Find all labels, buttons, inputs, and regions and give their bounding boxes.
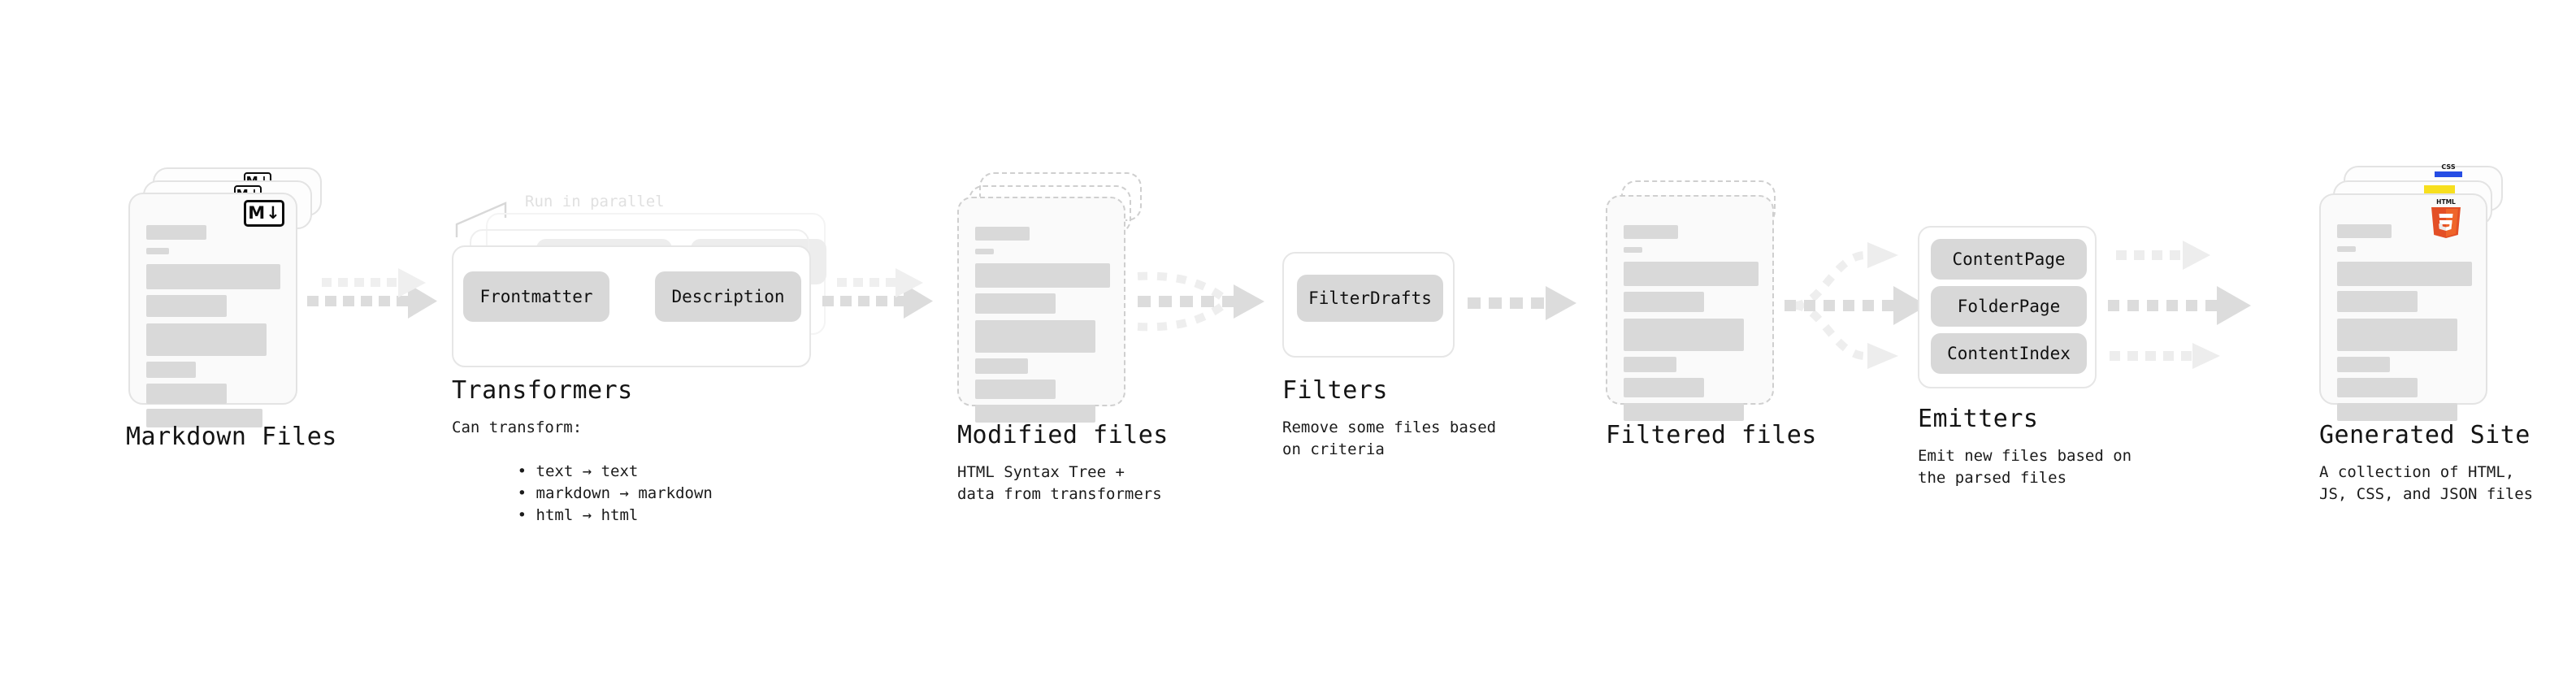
skeleton-line — [146, 384, 227, 404]
skeleton-line — [2337, 357, 2390, 372]
skeleton-line — [146, 295, 227, 317]
skeleton-line — [1624, 247, 1642, 253]
connector-transformers-to-modified — [822, 268, 933, 319]
transformers-subtitle: Can transform: — [452, 419, 583, 436]
bullet-text: text → text — [536, 462, 639, 480]
skeleton-line — [1624, 319, 1744, 351]
skeleton-line — [975, 380, 1056, 399]
emitter-chip-contentpage[interactable]: ContentPage — [1931, 239, 2087, 280]
svg-text:HTML: HTML — [2436, 198, 2456, 206]
skeleton-line — [1624, 403, 1744, 421]
markdown-icon-letter: M — [248, 203, 266, 223]
skeleton-line — [975, 358, 1028, 374]
html5-icon: HTML — [2428, 197, 2464, 238]
markdown-icon-arrow: ↓ — [266, 203, 280, 223]
stage-title-filters: Filters — [1282, 376, 1388, 405]
skeleton-line — [975, 405, 1095, 423]
bullet-text: markdown → markdown — [536, 484, 713, 502]
run-in-parallel-bracket — [455, 202, 507, 237]
connector-markdown-to-transformers — [307, 268, 437, 319]
markdown-card-front — [128, 193, 297, 427]
connector-modified-to-filters — [1137, 271, 1264, 332]
skeleton-line — [1624, 357, 1676, 372]
skeleton-line — [146, 264, 280, 289]
emitter-chip-contentindex[interactable]: ContentIndex — [1931, 333, 2087, 374]
skeleton-line — [2337, 246, 2356, 252]
transformer-chip-frontmatter[interactable]: Frontmatter — [463, 271, 609, 322]
modified-files-subtitle: HTML Syntax Tree + data from transformer… — [957, 463, 1162, 503]
connector-emitters-to-site — [2108, 241, 2251, 369]
skeleton-line — [1624, 378, 1704, 397]
skeleton-line — [2337, 319, 2457, 351]
stage-title-transformers: Transformers — [452, 376, 633, 405]
bullet-dot: • — [517, 506, 536, 524]
emitters-subtitle: Emit new files based on the parsed files — [1918, 447, 2132, 487]
run-in-parallel-label: Run in parallel — [525, 193, 665, 210]
markdown-icon: M↓ — [244, 200, 284, 227]
skeleton-line — [975, 293, 1056, 314]
site-card-front — [2319, 193, 2487, 421]
skeleton-line — [2337, 262, 2472, 286]
skeleton-line — [146, 362, 196, 378]
filters-subtitle: Remove some files based on criteria — [1282, 419, 1497, 458]
skeleton-line — [146, 248, 169, 254]
filters-panel: FilterDrafts — [1282, 252, 1455, 358]
emitters-panel: ContentPage FolderPage ContentIndex — [1918, 226, 2097, 388]
bullet-dot: • — [517, 462, 536, 480]
transformer-chip-description[interactable]: Description — [655, 271, 801, 322]
stage-title-markdown-files: Markdown Files — [126, 423, 337, 451]
connector-filtered-to-emitters — [1785, 242, 1928, 369]
skeleton-line — [146, 409, 262, 427]
modified-card-front — [957, 197, 1125, 423]
filtered-card-front — [1606, 195, 1774, 421]
stage-title-generated-site: Generated Site — [2319, 421, 2530, 449]
css3-icon: CSS — [2435, 164, 2462, 177]
skeleton-line — [2337, 291, 2418, 312]
skeleton-line — [975, 263, 1110, 288]
skeleton-line — [975, 320, 1095, 353]
stage-title-modified-files: Modified files — [957, 421, 1169, 449]
skeleton-line — [2337, 403, 2457, 421]
bullet-text: html → html — [536, 506, 639, 524]
stage-title-filtered-files: Filtered files — [1606, 421, 1817, 449]
bullet-dot: • — [517, 484, 536, 502]
skeleton-line — [2337, 224, 2392, 238]
skeleton-line — [975, 227, 1030, 241]
skeleton-line — [1624, 262, 1759, 286]
transformers-bullet-0: • text → text — [462, 439, 639, 505]
emitter-chip-folderpage[interactable]: FolderPage — [1931, 286, 2087, 327]
skeleton-line — [975, 249, 994, 254]
css3-icon-label: CSS — [2441, 163, 2456, 171]
filter-chip-filterdrafts[interactable]: FilterDrafts — [1297, 275, 1443, 322]
transformers-bullet-2: • html → html — [462, 483, 639, 549]
transformers-bullet-1: • markdown → markdown — [462, 461, 713, 527]
transformer-panel-front: Frontmatter Description — [452, 245, 811, 367]
connector-filters-to-filtered — [1468, 286, 1576, 320]
skeleton-line — [1624, 292, 1704, 312]
skeleton-line — [2337, 378, 2418, 397]
skeleton-line — [146, 225, 206, 240]
skeleton-line — [1624, 225, 1678, 239]
stage-title-emitters: Emitters — [1918, 405, 2039, 433]
generated-site-subtitle: A collection of HTML, JS, CSS, and JSON … — [2319, 463, 2534, 503]
skeleton-line — [146, 323, 267, 356]
